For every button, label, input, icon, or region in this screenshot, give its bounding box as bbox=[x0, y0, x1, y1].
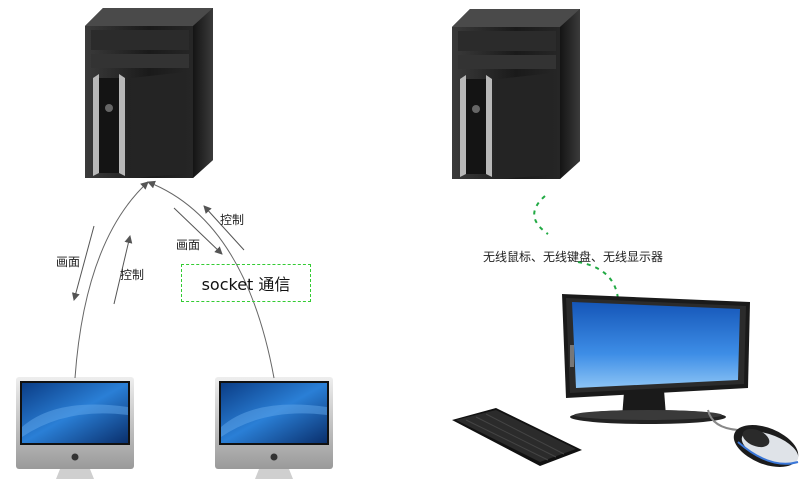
imac-monitor-icon bbox=[16, 377, 134, 479]
arrow-control-up-right bbox=[203, 205, 245, 251]
mouse-cable bbox=[707, 409, 739, 431]
arrow-screen-down-right bbox=[173, 207, 223, 255]
server-tower-icon bbox=[452, 9, 580, 179]
server-tower-icon bbox=[85, 8, 213, 178]
connection-curve-right bbox=[147, 180, 275, 379]
label-screen-left: 画面 bbox=[56, 255, 81, 269]
wireless-peripherals-label: 无线鼠标、无线键盘、无线显示器 bbox=[483, 250, 664, 264]
arrow-control-up-left bbox=[113, 235, 133, 305]
label-control-left: 控制 bbox=[120, 268, 145, 282]
connection-curve-left bbox=[74, 181, 149, 379]
mouse-icon bbox=[733, 425, 799, 467]
label-control-right: 控制 bbox=[220, 213, 245, 227]
keyboard-icon bbox=[452, 408, 582, 466]
socket-communication-box: socket 通信 bbox=[181, 264, 311, 302]
imac-monitor-icon bbox=[215, 377, 333, 479]
label-screen-right: 画面 bbox=[176, 238, 201, 252]
lcd-monitor-icon bbox=[562, 294, 750, 424]
socket-communication-label: socket 通信 bbox=[201, 275, 291, 294]
arrow-screen-down-left bbox=[71, 225, 95, 301]
